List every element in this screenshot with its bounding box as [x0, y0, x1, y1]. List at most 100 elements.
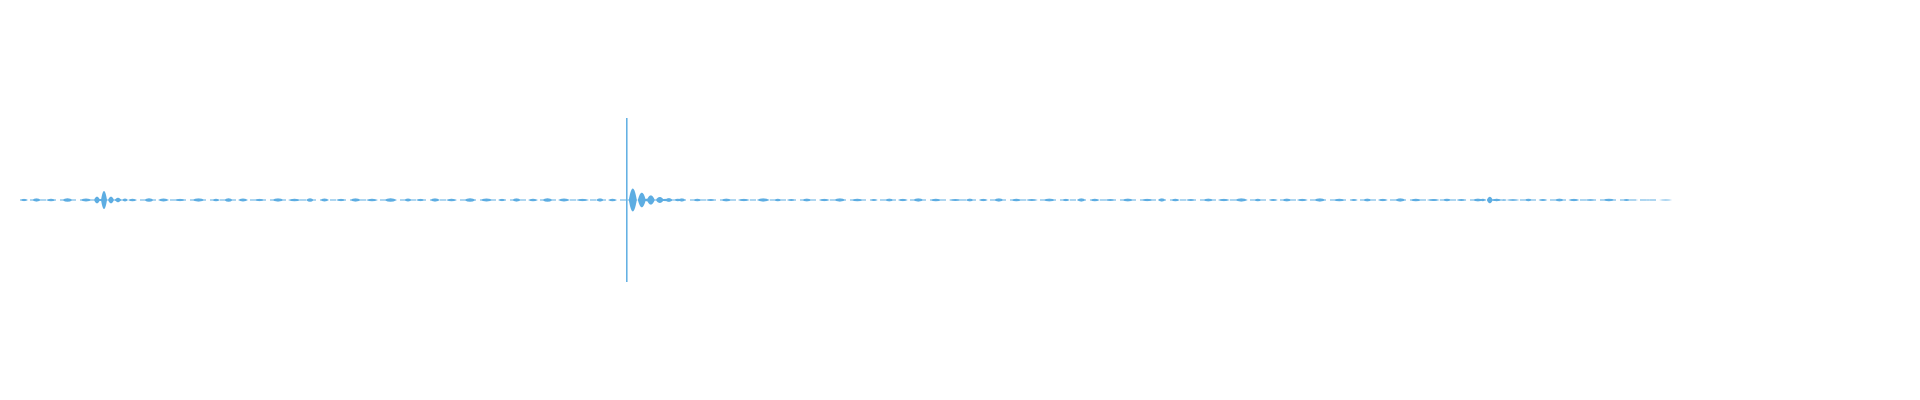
- waveform-ripple: [1642, 199, 1655, 201]
- waveform-ripple: [1061, 198, 1070, 202]
- waveform-ripple: [1140, 198, 1154, 202]
- waveform-ripple: [786, 198, 796, 202]
- waveform-ripple: [948, 198, 962, 202]
- waveform-ripple: [833, 198, 846, 202]
- waveform-ripple: [1568, 198, 1580, 202]
- waveform-ripple: [1659, 199, 1673, 201]
- waveform-ripple: [1170, 198, 1180, 202]
- waveform-ripple: [80, 198, 92, 202]
- waveform-ripple: [1538, 199, 1548, 201]
- waveform-ripple: [1472, 198, 1484, 202]
- waveform-marks: [20, 118, 1673, 282]
- waveform-ripple: [212, 198, 220, 202]
- waveform-ripple: [62, 198, 73, 202]
- waveform-ripple: [720, 198, 732, 202]
- waveform-decay: [637, 192, 646, 208]
- waveform-ripple: [306, 198, 314, 202]
- waveform-ripple: [897, 198, 908, 202]
- waveform-ripple: [416, 198, 425, 202]
- waveform-burst: [1479, 198, 1486, 202]
- waveform-decay: [664, 198, 673, 202]
- waveform-burst: [1486, 196, 1493, 204]
- waveform-ripple: [1362, 198, 1372, 202]
- waveform-ripple: [272, 198, 284, 202]
- waveform-ripple: [1185, 198, 1196, 202]
- waveform-burst: [94, 196, 100, 204]
- waveform-ripple: [1076, 198, 1086, 202]
- waveform-ripple: [1010, 198, 1022, 202]
- waveform-ripple: [32, 198, 41, 202]
- waveform-burst: [1500, 199, 1507, 201]
- waveform-ripple: [850, 198, 864, 202]
- waveform-burst: [1507, 199, 1514, 201]
- waveform-burst: [1493, 198, 1500, 202]
- waveform-ripple: [1313, 198, 1326, 202]
- waveform-ripple: [608, 198, 617, 202]
- waveform-ripple: [1121, 198, 1134, 202]
- waveform-decay: [628, 188, 637, 212]
- waveform-ripple: [1281, 198, 1292, 202]
- waveform-ripple: [404, 198, 412, 202]
- waveform-ripple: [596, 198, 604, 202]
- waveform-ripple: [576, 198, 589, 202]
- waveform-decay: [655, 197, 664, 203]
- waveform-ripple: [773, 198, 782, 202]
- waveform-ripple: [558, 198, 570, 202]
- waveform-ripple: [480, 198, 493, 202]
- waveform-ripple: [1202, 198, 1214, 202]
- waveform-ripple: [1377, 198, 1388, 202]
- waveform-ripple: [128, 198, 137, 202]
- waveform-ripple: [498, 198, 506, 202]
- waveform-ripple: [512, 198, 521, 202]
- waveform-ripple: [1253, 198, 1262, 202]
- waveform-ripple: [192, 198, 205, 202]
- waveform-burst: [108, 196, 114, 204]
- waveform-ripple: [1554, 198, 1565, 202]
- waveform-ripple: [528, 198, 538, 202]
- waveform-ripple: [350, 198, 361, 202]
- waveform-ripple: [384, 198, 397, 202]
- waveform-ripple: [737, 198, 750, 202]
- waveform-ripple: [869, 198, 878, 202]
- waveform-ripple: [818, 198, 830, 202]
- waveform-ripple: [1627, 199, 1639, 201]
- waveform-ripple: [20, 198, 28, 202]
- waveform-ripple: [1442, 198, 1452, 202]
- waveform-ripple: [978, 198, 988, 202]
- waveform-ripple: [1456, 199, 1467, 201]
- waveform-ripple: [756, 198, 770, 202]
- waveform-burst: [122, 198, 128, 202]
- waveform-ripple: [1104, 198, 1116, 202]
- waveform-ripple: [884, 198, 894, 202]
- waveform-ripple: [238, 198, 248, 202]
- waveform-ripple: [912, 198, 924, 202]
- waveform-ripple: [336, 198, 346, 202]
- waveform-ripple: [1584, 199, 1597, 201]
- waveform-ripple: [1602, 198, 1616, 202]
- waveform-ripple: [1430, 199, 1439, 201]
- waveform-ripple: [446, 198, 457, 202]
- waveform-ripple: [965, 198, 974, 202]
- waveform-ripple: [1622, 199, 1631, 201]
- waveform-ripple: [1025, 198, 1038, 202]
- waveform-ripple: [288, 198, 301, 202]
- waveform-ripple: [993, 198, 1004, 202]
- waveform-ripple: [1349, 198, 1358, 202]
- waveform-ripple: [692, 198, 702, 202]
- waveform-ripple: [1332, 198, 1346, 202]
- waveform-ripple: [254, 198, 265, 202]
- waveform-ripple: [801, 198, 812, 202]
- waveform-ripple: [174, 198, 186, 202]
- waveform-ripple: [366, 198, 378, 202]
- waveform-ripple: [1296, 198, 1308, 202]
- waveform-ripple: [1157, 198, 1166, 202]
- waveform-ripple: [430, 198, 440, 202]
- waveform-burst: [101, 190, 107, 210]
- waveform-ripple: [542, 198, 553, 202]
- waveform-ripple: [158, 198, 169, 202]
- waveform-ripple: [1217, 198, 1230, 202]
- waveform-decay: [646, 195, 655, 205]
- waveform-ripple: [929, 198, 942, 202]
